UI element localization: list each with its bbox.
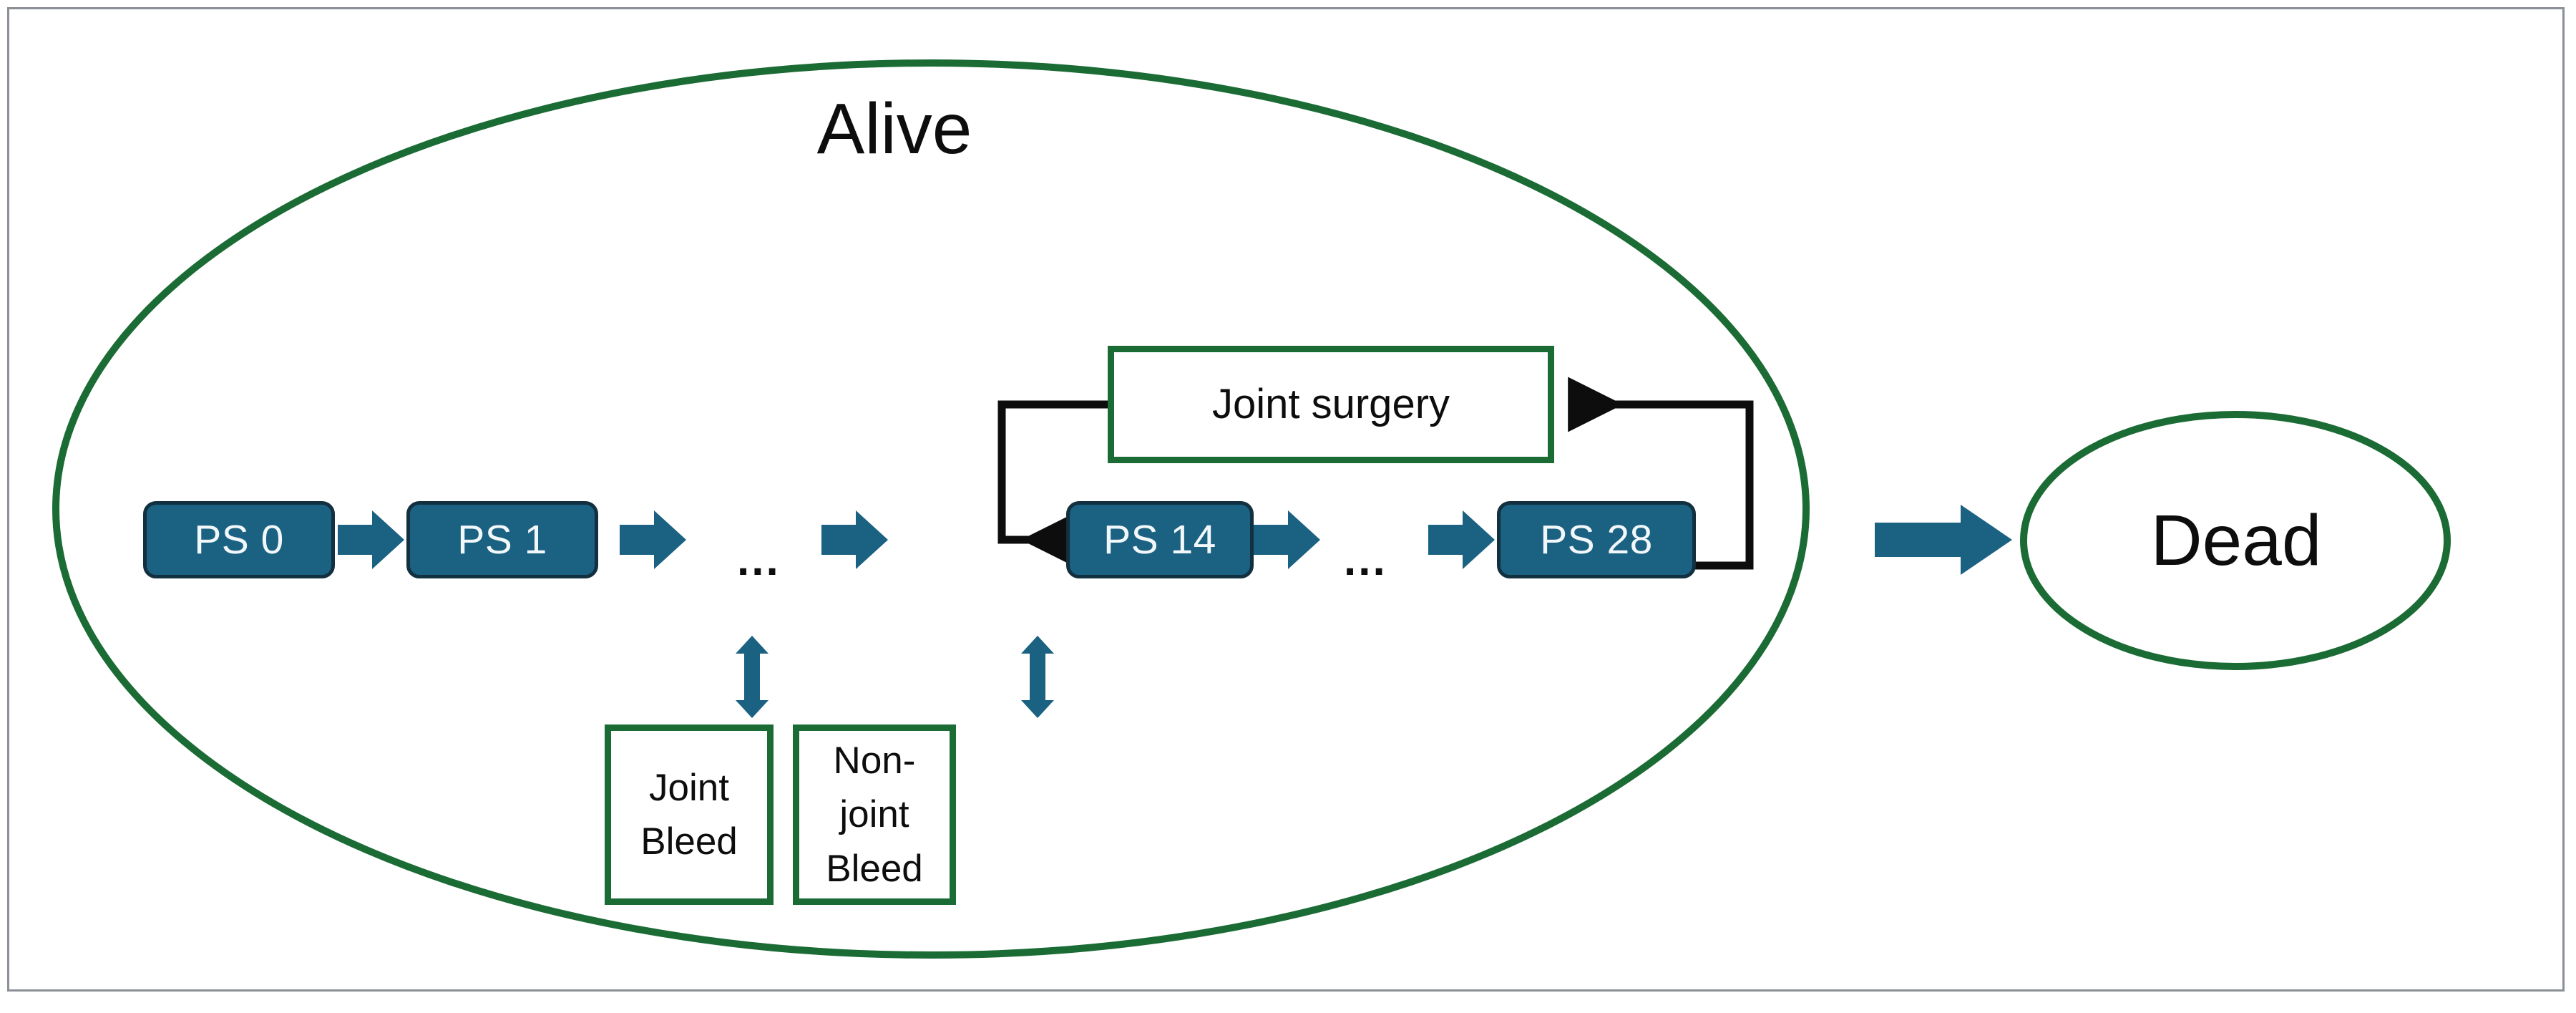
state-box-ps0[interactable]: PS 0	[143, 501, 335, 578]
arrow-right-icon-ps0-ps1	[338, 510, 404, 569]
ellipsis-marker-gap1: ...	[737, 535, 781, 585]
bleed-link-group	[736, 636, 1054, 718]
state-box-label: PS 1	[457, 516, 547, 563]
event-box-label: Joint Bleed	[640, 766, 738, 863]
event-box-non-joint-bleed[interactable]: Non-joint Bleed	[793, 724, 956, 905]
loop-arrow-icon-surgery-to-ps14	[997, 400, 1108, 568]
dead-state-label: Dead	[2150, 500, 2322, 581]
state-box-ps14[interactable]: PS 14	[1066, 501, 1254, 578]
arrow-right-icon-alive-dead	[1875, 505, 2012, 575]
event-box-label: Non-joint Bleed	[826, 740, 923, 890]
event-box-joint-surgery[interactable]: Joint surgery	[1108, 346, 1554, 463]
state-box-ps1[interactable]: PS 1	[406, 501, 598, 578]
state-box-label: PS 28	[1540, 516, 1653, 563]
event-box-label: Joint surgery	[1211, 380, 1450, 427]
arrow-up-down-icon-joint-bleed	[736, 636, 769, 718]
arrow-right-icon-gap1-ps14	[821, 510, 888, 569]
dead-state-ellipse	[2020, 411, 2451, 670]
arrow-right-icon-gap2-ps28	[1428, 510, 1495, 569]
transition-arrow-group	[338, 505, 2012, 575]
ellipsis-marker-gap2: ...	[1344, 535, 1387, 585]
alive-state-ellipse	[52, 59, 1810, 959]
state-box-ps28[interactable]: PS 28	[1497, 501, 1696, 578]
arrow-up-down-icon-non-joint-bleed	[1021, 636, 1054, 718]
arrow-right-icon-ps14-gap2	[1254, 510, 1320, 569]
event-box-joint-bleed[interactable]: Joint Bleed	[605, 724, 774, 905]
alive-state-label: Alive	[816, 88, 972, 169]
state-box-label: PS 0	[194, 516, 284, 563]
state-box-label: PS 14	[1103, 516, 1216, 563]
arrow-right-icon-ps1-gap1	[620, 510, 686, 569]
